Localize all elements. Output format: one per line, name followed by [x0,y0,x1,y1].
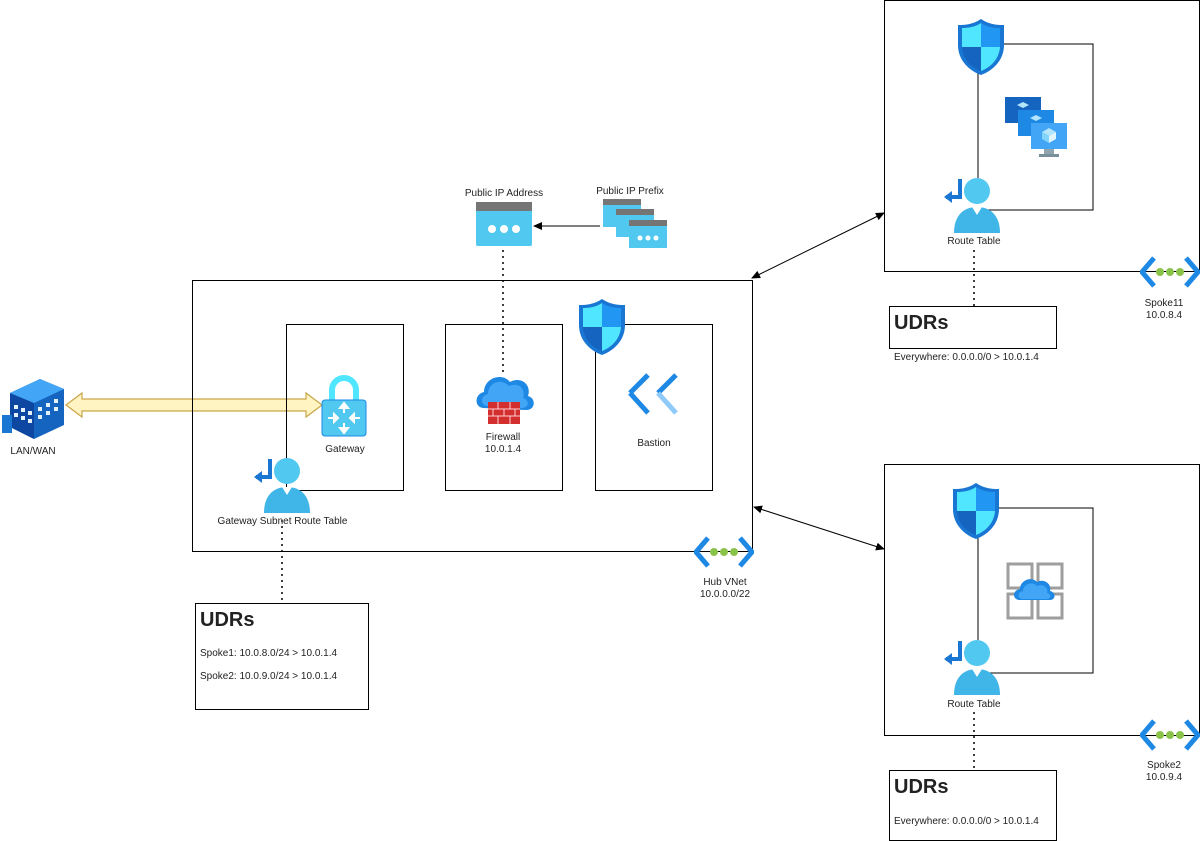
spoke1-udr-box[interactable] [889,306,1057,349]
vm-scale-set-icon[interactable] [1004,96,1068,158]
nsg-shield-icon[interactable] [951,481,1001,541]
bastion-subnet-box[interactable] [595,324,713,491]
hub-udr-line-1: Spoke1: 10.0.8.0/24 > 10.0.1.4 [200,648,338,659]
app-service-icon[interactable] [1006,562,1064,620]
nsg-shield-icon[interactable] [577,297,627,357]
spoke1-cidr-label: 10.0.8.4 [1145,310,1183,321]
firewall-cloud-icon[interactable] [472,370,536,426]
vnet-icon [1140,256,1200,288]
firewall-ip-label: 10.0.1.4 [484,444,522,455]
firewall-label: Firewall [485,432,521,443]
bastion-label: Bastion [637,438,671,449]
spoke1-udr-line-1: Everywhere: 0.0.0.0/0 > 10.0.1.4 [894,352,1039,363]
hub-spoke2-peering-arrow [753,505,885,551]
spoke2-cidr-label: 10.0.9.4 [1145,772,1183,783]
hub-udr-line-2: Spoke2: 10.0.9.0/24 > 10.0.1.4 [200,671,338,682]
route-table-user-icon[interactable] [252,455,312,513]
bastion-icon[interactable] [626,371,680,417]
spoke2-rt-label: Route Table [947,699,1001,710]
vpn-gateway-lock-icon[interactable] [320,374,368,438]
hub-udr-title: UDRs [200,609,255,631]
hub-vnet-label: Hub VNet [703,577,747,588]
nsg-shield-icon[interactable] [956,17,1006,77]
spoke2-udr-title: UDRs [894,776,949,798]
spoke1-rt-label: Route Table [947,236,1001,247]
spoke1-name-label: Spoke11 [1144,298,1184,309]
hub-vnet-cidr: 10.0.0.0/22 [699,589,751,600]
gateway-label: Gateway [325,444,365,455]
firewall-subnet-box[interactable] [445,324,563,491]
gateway-subnet-box[interactable] [286,324,404,491]
spoke2-name-label: Spoke2 [1147,760,1181,771]
spoke2-udr-line-1: Everywhere: 0.0.0.0/0 > 10.0.1.4 [894,816,1039,827]
hub-spoke1-peering-arrow [751,212,885,279]
hub-vnet-box[interactable] [192,280,753,552]
public-ip-prefix-icon[interactable] [602,198,668,250]
public-ip-prefix-label: Public IP Prefix [596,186,664,197]
route-table-user-icon[interactable] [942,637,1002,695]
hub-udr-box[interactable] [195,603,369,710]
route-table-user-icon[interactable] [942,175,1002,233]
gateway-rt-label: Gateway Subnet Route Table [217,516,348,527]
lan-wan-label: LAN/WAN [10,446,56,457]
public-ip-label: Public IP Address [464,188,544,199]
vnet-icon [1140,719,1200,751]
building-icon [2,379,64,439]
spoke1-udr-title: UDRs [894,312,949,334]
vnet-icon [694,536,754,568]
public-ip-icon[interactable] [475,201,533,247]
